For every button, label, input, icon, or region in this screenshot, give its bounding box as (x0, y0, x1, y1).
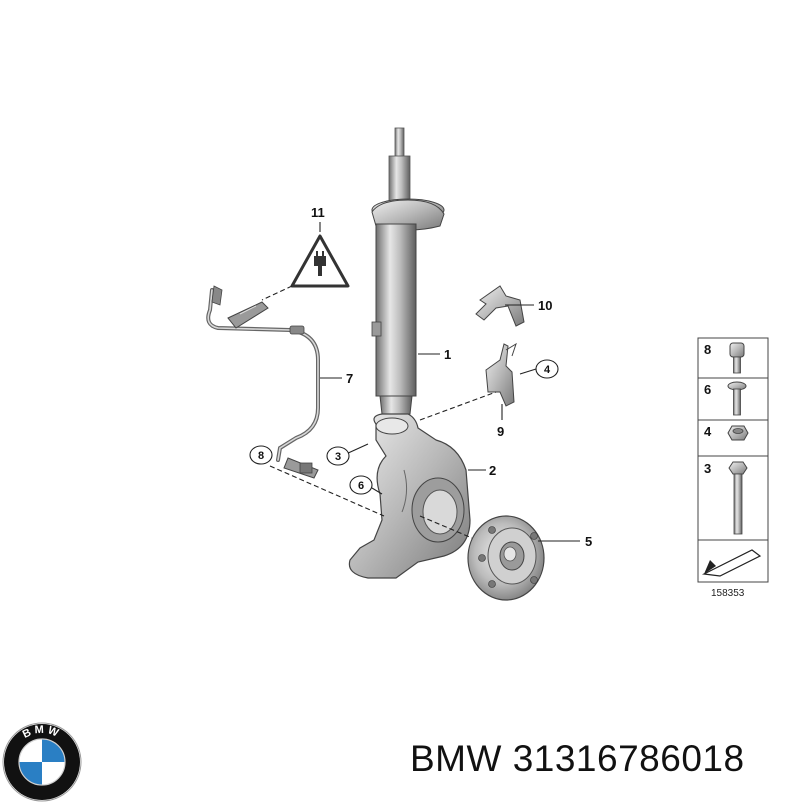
legend-item-6: 6 (704, 382, 711, 397)
diagram-number: 158353 (711, 588, 745, 599)
callout-3-label: 3 (335, 451, 341, 463)
callout-6: 6 (349, 475, 373, 495)
svg-text:BMW: BMW (21, 724, 63, 741)
callout-8: 8 (249, 445, 273, 465)
callout-4: 4 (535, 359, 559, 379)
fastener-legend: 8 6 4 3 (697, 337, 769, 583)
callout-3: 3 (326, 446, 350, 466)
flange-bolt-icon (727, 381, 747, 416)
hex-bolt-icon (728, 461, 748, 535)
callout-1: 1 (444, 347, 451, 362)
callout-8-label: 8 (258, 450, 264, 462)
callout-2: 2 (489, 463, 496, 478)
callout-11: 11 (311, 205, 325, 220)
legend-item-8: 8 (704, 342, 711, 357)
legend-item-4: 4 (704, 424, 712, 439)
steering-knuckle (348, 413, 471, 579)
socket-head-bolt-icon (729, 342, 745, 374)
legend-item-3: 3 (704, 461, 711, 476)
bmw-logo-icon: BMW (2, 722, 82, 802)
strut-shock-absorber (371, 127, 445, 415)
leader-lines (261, 222, 580, 542)
bracket-part-9 (485, 342, 517, 407)
callout-6-label: 6 (358, 480, 364, 492)
wear-sensor-cable (206, 285, 320, 479)
hex-nut-icon (727, 425, 749, 441)
wheel-hub (467, 515, 545, 601)
callout-5: 5 (585, 534, 592, 549)
brand-part-number: BMW 31316786018 (410, 738, 745, 779)
arrow-sheet-icon (701, 549, 762, 577)
warning-triangle-icon (290, 234, 350, 288)
callout-7: 7 (346, 371, 353, 386)
bracket-part-10 (475, 285, 525, 327)
callout-4-label: 4 (544, 364, 551, 376)
callout-10: 10 (538, 298, 552, 313)
callout-9: 9 (497, 424, 504, 439)
